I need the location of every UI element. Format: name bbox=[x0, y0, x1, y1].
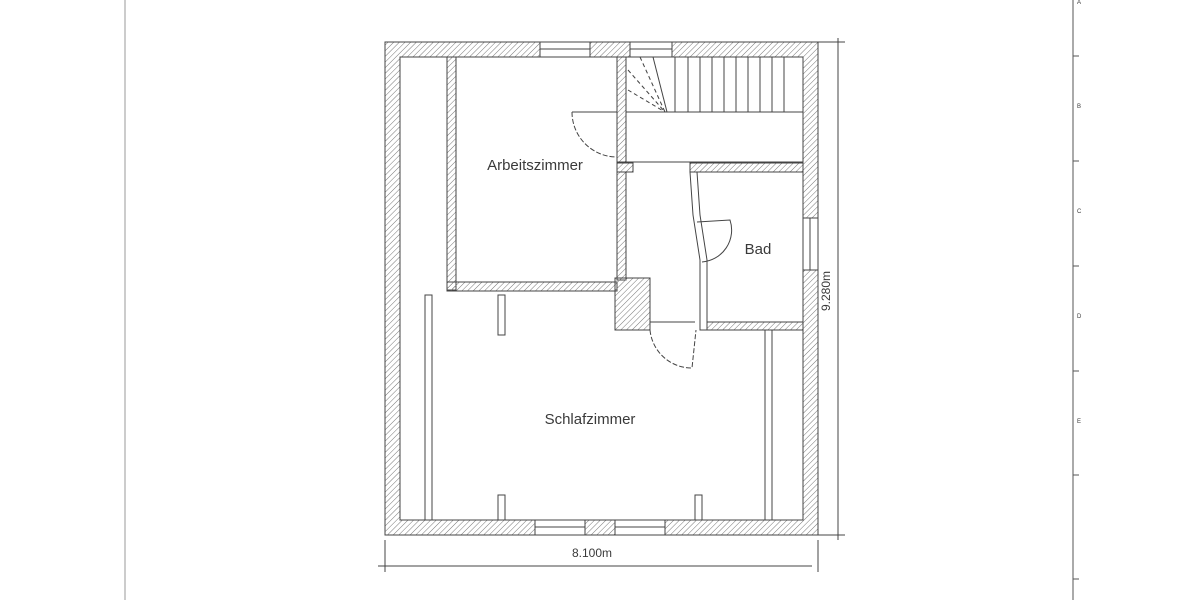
dimension-height: 9.280m bbox=[818, 38, 845, 540]
ruler-label-c: C bbox=[1077, 209, 1082, 215]
ruler-label-d: D bbox=[1077, 314, 1082, 320]
dimension-width-label: 8.100m bbox=[572, 546, 612, 560]
outer-walls bbox=[384, 41, 819, 536]
ruler-label-e: E bbox=[1077, 419, 1081, 425]
room-label-study: Arbeitszimmer bbox=[487, 157, 583, 174]
room-label-bath: Bad bbox=[745, 241, 772, 258]
dimension-height-label: 9.280m bbox=[819, 271, 833, 311]
room-label-bedroom: Schlafzimmer bbox=[545, 411, 636, 428]
dimension-width: 8.100m bbox=[378, 540, 819, 572]
ruler-label-a: A bbox=[1077, 0, 1081, 6]
ruler-label-b: B bbox=[1077, 104, 1081, 110]
doors bbox=[571, 111, 733, 369]
interior-walls bbox=[424, 56, 804, 521]
room-labels: Arbeitszimmer Bad Schlafzimmer bbox=[487, 157, 771, 428]
staircase bbox=[625, 56, 804, 163]
grid-ruler: A B C D E bbox=[1072, 0, 1082, 600]
